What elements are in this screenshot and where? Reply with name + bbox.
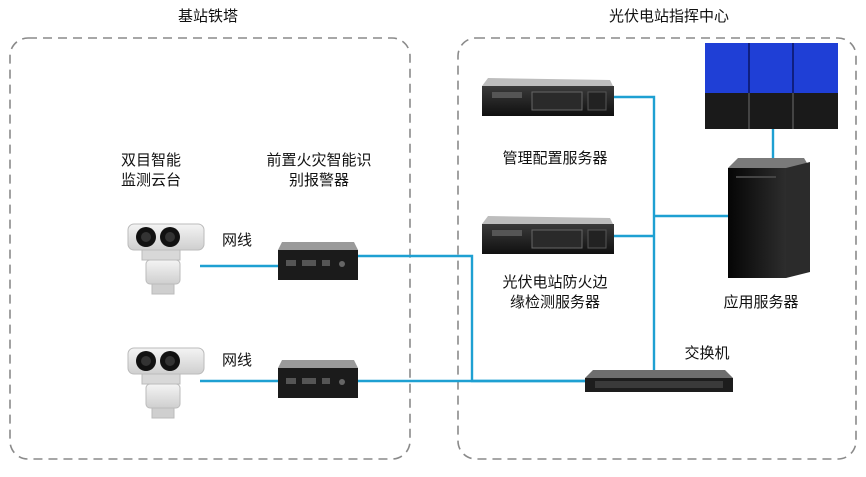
network-switch-icon	[585, 370, 733, 392]
center-zone-title: 光伏电站指挥中心	[608, 7, 729, 25]
rack-server-icon	[482, 216, 614, 254]
ptz-camera-icon	[127, 223, 205, 295]
edge-server-label: 光伏电站防火边 缘检测服务器	[502, 273, 608, 311]
mgmt-server-label: 管理配置服务器	[502, 149, 608, 167]
app-server-label: 应用服务器	[723, 293, 799, 311]
ptz-camera-icon	[127, 347, 205, 419]
network-links	[200, 95, 775, 383]
tower-zone-title: 基站铁塔	[177, 7, 238, 25]
fire-alarm-label: 前置火灾智能识 别报警器	[266, 151, 372, 189]
fire-alarm-device-icon	[278, 242, 358, 280]
rack-server-icon	[482, 78, 614, 116]
ptz-camera-label: 双目智能 监测云台	[120, 151, 181, 189]
center-zone-box	[457, 37, 857, 460]
tower-server-icon	[728, 158, 810, 278]
cable-label: 网线	[221, 231, 252, 249]
cable-label: 网线	[221, 351, 252, 369]
video-wall-icon	[705, 43, 838, 129]
fire-alarm-device-icon	[278, 360, 358, 398]
link-mgmt-server	[614, 95, 656, 373]
tower-zone-box	[9, 37, 411, 460]
switch-label: 交换机	[684, 344, 730, 362]
